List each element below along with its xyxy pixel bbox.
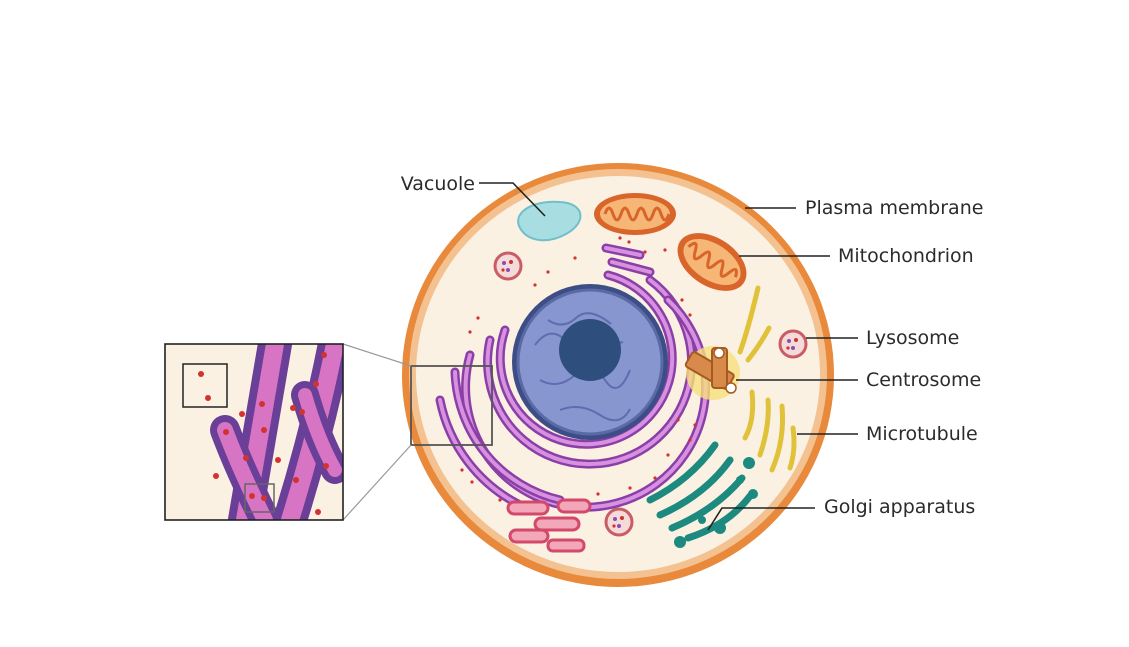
lysosome-left: [493, 251, 523, 281]
ribosomes: [460, 236, 697, 502]
label-golgi-text: Golgi apparatus: [824, 496, 975, 518]
label-plasma-membrane-text: Plasma membrane: [805, 197, 983, 219]
vacuole: [517, 200, 582, 242]
label-vacuole: Vacuole: [401, 173, 546, 217]
label-lysosome-text: Lysosome: [866, 327, 959, 349]
label-microtubule-text: Microtubule: [866, 423, 978, 445]
label-mitochondrion-text: Mitochondrion: [838, 245, 974, 267]
label-centrosome: Centrosome: [736, 369, 981, 391]
lysosome-right: [778, 329, 808, 359]
inset-magnified-er: [164, 343, 344, 521]
zoom-region: [410, 365, 493, 446]
label-mitochondrion: Mitochondrion: [739, 245, 974, 267]
mitochondrion-right: [677, 233, 747, 291]
label-microtubule: Microtubule: [797, 423, 978, 445]
smooth-er: [506, 498, 592, 553]
label-lysosome: Lysosome: [806, 327, 959, 349]
label-golgi: Golgi apparatus: [707, 496, 975, 531]
label-plasma-membrane: Plasma membrane: [745, 197, 983, 219]
golgi-vesicles: [674, 457, 758, 548]
nucleolus: [559, 319, 621, 381]
mitochondrion-top: [594, 193, 676, 235]
label-centrosome-text: Centrosome: [866, 369, 981, 391]
golgi-apparatus: [646, 441, 754, 542]
microtubules: [737, 285, 797, 473]
label-vacuole-text: Vacuole: [401, 173, 475, 195]
nucleus: [512, 284, 668, 440]
lysosome-bottom: [604, 507, 634, 537]
centrosome: [684, 346, 740, 400]
